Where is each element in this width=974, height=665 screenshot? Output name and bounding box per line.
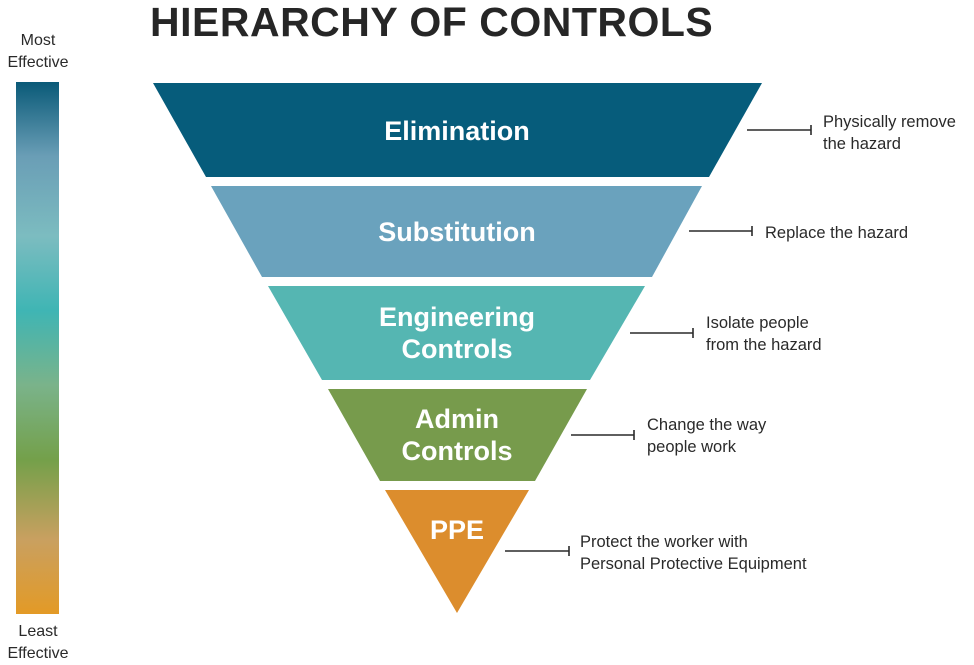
tier-ppe-leader-line bbox=[505, 546, 570, 556]
tier-elimination-leader-line bbox=[747, 125, 812, 135]
tier-substitution: Substitution Replace the hazard bbox=[211, 186, 908, 277]
tier-admin-controls-leader-line bbox=[571, 430, 635, 440]
tier-ppe-label: PPE bbox=[430, 515, 484, 545]
tier-engineering-controls-description: Isolate people bbox=[706, 314, 809, 332]
tier-ppe-description: Protect the worker with bbox=[580, 533, 748, 551]
tier-admin-controls-description: Change the way bbox=[647, 416, 767, 434]
tier-engineering-controls-label: Engineering bbox=[379, 302, 535, 332]
tier-substitution-description: Replace the hazard bbox=[765, 224, 908, 242]
tier-elimination-shape bbox=[153, 83, 762, 177]
tier-admin-controls-label: Controls bbox=[402, 436, 513, 466]
tier-engineering-controls-shape bbox=[268, 286, 645, 380]
tier-substitution-label: Substitution bbox=[378, 217, 535, 247]
tier-elimination-label: Elimination bbox=[384, 116, 530, 146]
least-effective-line2: Effective bbox=[7, 645, 69, 662]
tier-substitution-leader-line bbox=[689, 226, 753, 236]
tier-engineering-controls-label: Controls bbox=[402, 334, 513, 364]
page-title: HIERARCHY OF CONTROLS bbox=[150, 0, 714, 45]
tier-elimination: Elimination Physically remove the hazard bbox=[153, 83, 956, 177]
most-effective-label: Most Effective bbox=[0, 30, 76, 74]
tier-engineering-controls-leader-line bbox=[630, 328, 694, 338]
least-effective-line1: Least bbox=[18, 623, 58, 640]
tier-admin-controls-description: people work bbox=[647, 438, 737, 456]
tier-substitution-shape bbox=[211, 186, 702, 277]
most-effective-line2: Effective bbox=[7, 54, 69, 71]
tier-elimination-description: Physically remove bbox=[823, 113, 956, 131]
tier-ppe-description: Personal Protective Equipment bbox=[580, 555, 807, 573]
effectiveness-gradient-bar bbox=[16, 82, 59, 614]
tier-admin-controls-shape bbox=[328, 389, 587, 481]
tier-ppe-shape bbox=[385, 490, 529, 613]
tier-admin-controls-label: Admin bbox=[415, 404, 499, 434]
tier-engineering-controls-description: from the hazard bbox=[706, 336, 822, 354]
least-effective-label: Least Effective bbox=[0, 621, 76, 665]
most-effective-line1: Most bbox=[20, 32, 56, 49]
tier-elimination-description: the hazard bbox=[823, 135, 901, 153]
